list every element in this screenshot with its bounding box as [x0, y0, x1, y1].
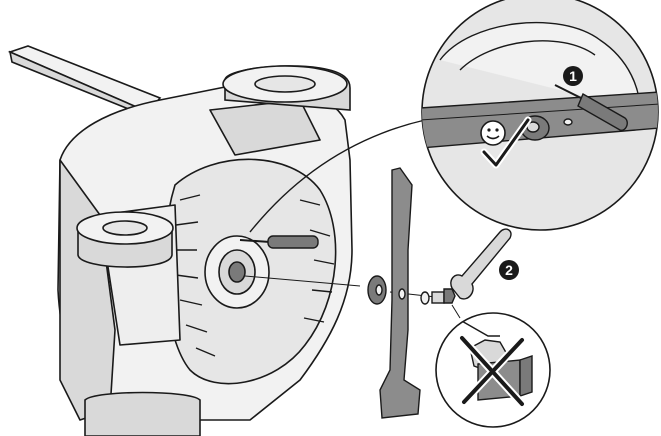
callout-connector — [249, 119, 426, 233]
detail-callout: 1 — [421, 0, 659, 231]
prohibited-leader — [451, 304, 461, 319]
washer — [367, 275, 387, 305]
mower-deck — [57, 83, 353, 421]
step-1-marker: 1 — [563, 66, 583, 86]
bottom-wheel — [84, 391, 201, 436]
screwdriver — [239, 235, 319, 249]
mower-handle — [7, 45, 162, 118]
smiley-checkmark-icon — [480, 116, 532, 169]
rear-wheel — [222, 65, 351, 111]
crossed-out-icon — [458, 334, 526, 408]
front-wheel — [76, 211, 174, 268]
mower-blade — [379, 167, 421, 419]
bolt — [420, 288, 456, 305]
wrench — [450, 228, 512, 300]
step-2-marker: 2 — [499, 260, 519, 280]
step-1-label: 1 — [569, 68, 577, 84]
step-2-label: 2 — [505, 262, 513, 278]
prohibited-callout — [435, 312, 551, 428]
